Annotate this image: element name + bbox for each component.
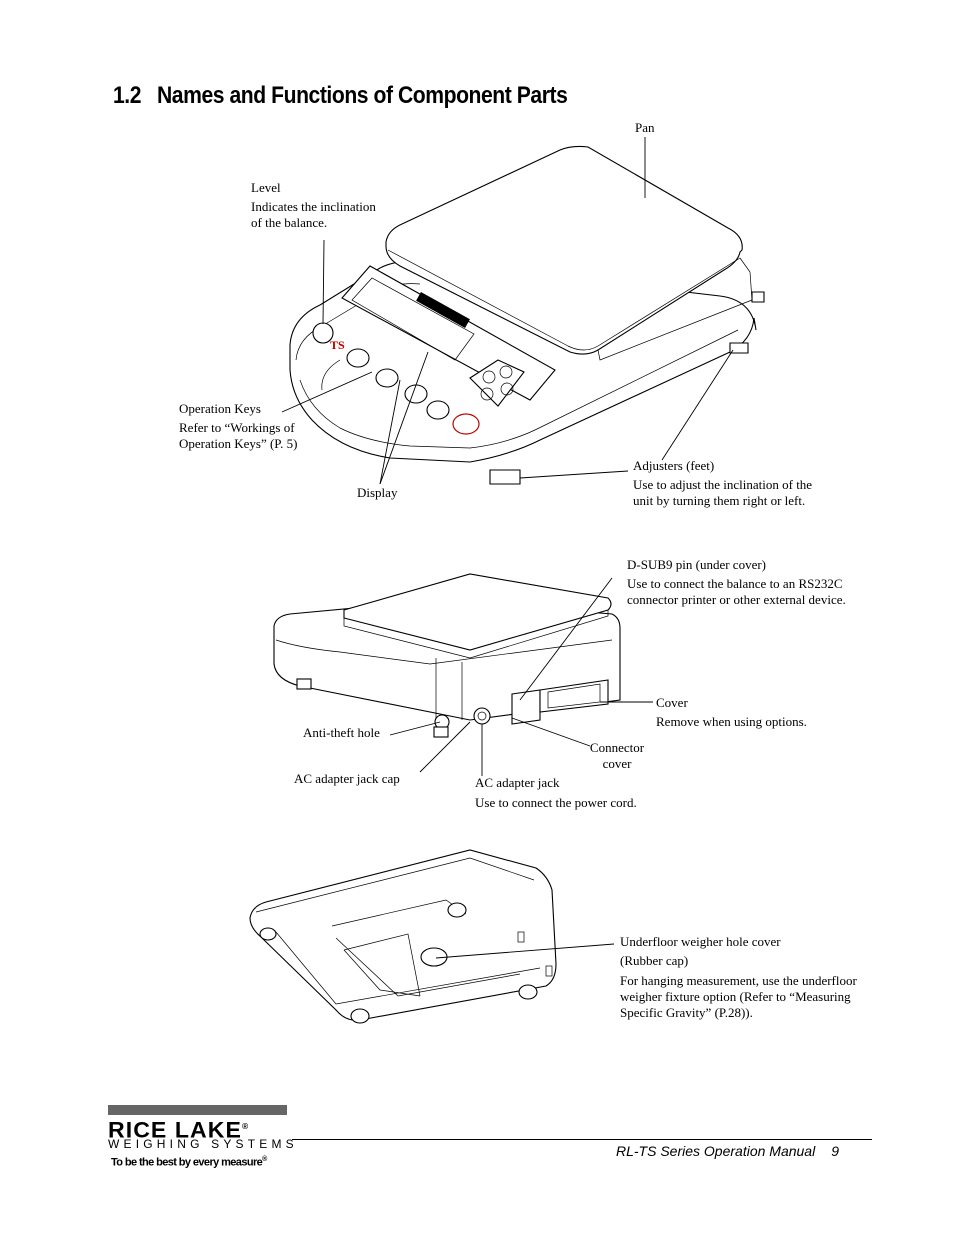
pan-label: Pan (635, 120, 655, 135)
underfloor-rubber-cap-label: (Rubber cap) (620, 953, 689, 968)
level-description: Indicates the inclination of the balance… (251, 199, 376, 231)
operation-keys-description: Refer to “Workings of Operation Keys” (P… (179, 420, 297, 452)
section-title: Names and Functions of Component Parts (157, 82, 568, 109)
underfloor-desc-line-3: Specific Gravity” (P.28)). (620, 1005, 753, 1020)
balance-front-drawing: TS (289, 145, 765, 485)
logo-tagline-text: To be the best by every measure (111, 1156, 263, 1169)
balance-rear-drawing (273, 573, 621, 738)
footer-rule (292, 1139, 872, 1140)
underfloor-description: For hanging measurement, use the underfl… (620, 973, 857, 1021)
operation-keys-desc-line-1: Refer to “Workings of (179, 420, 295, 435)
adjusters-description: Use to adjust the inclination of the uni… (633, 477, 812, 509)
logo-name: RICE LAKE (108, 1117, 242, 1143)
logo-trademark: ® (241, 1122, 250, 1131)
dsub9-label: D-SUB9 pin (under cover) (627, 557, 766, 572)
operation-keys-label: Operation Keys (179, 401, 261, 416)
display-label: Display (357, 485, 398, 500)
logo-subtitle: WEIGHING SYSTEMS (108, 1137, 298, 1151)
underfloor-desc-line-1: For hanging measurement, use the underfl… (620, 973, 857, 988)
underfloor-desc-line-2: weigher fixture option (Refer to “Measur… (620, 989, 851, 1004)
connector-cover-line-1: Connector (589, 740, 645, 755)
connector-cover-label: Connector cover (584, 740, 650, 772)
ac-adapter-jack-description: Use to connect the power cord. (475, 795, 637, 810)
dsub9-desc-line-2: connector printer or other external devi… (627, 592, 846, 607)
ac-adapter-jack-cap-label: AC adapter jack cap (294, 771, 400, 786)
level-desc-line-2: of the balance. (251, 215, 328, 230)
adjusters-label: Adjusters (feet) (633, 458, 715, 473)
logo-wordmark: RICE LAKE® (108, 1116, 249, 1141)
logo-tagline-trademark: ® (262, 1156, 267, 1163)
footer-manual-title: RL-TS Series Operation Manual (616, 1143, 816, 1159)
adjusters-desc-line-1: Use to adjust the inclination of the (633, 477, 813, 492)
section-heading: 1.2 Names and Functions of Component Part… (113, 82, 568, 110)
operation-keys-desc-line-2: Operation Keys” (P. 5) (179, 436, 298, 451)
svg-text:TS: TS (330, 338, 345, 352)
ac-adapter-jack-label: AC adapter jack (475, 775, 560, 790)
underfloor-hole-cover-label: Underfloor weigher hole cover (620, 934, 781, 949)
dsub9-desc-line-1: Use to connect the balance to an RS232C (627, 576, 843, 591)
connector-cover-line-2: cover (602, 756, 632, 771)
balance-underside-drawing (249, 849, 557, 1024)
cover-label: Cover (656, 695, 688, 710)
logo-bar (108, 1105, 287, 1115)
section-number: 1.2 (113, 82, 142, 109)
adjusters-desc-line-2: unit by turning them right or left. (633, 493, 806, 508)
logo-tagline: To be the best by every measure® (111, 1153, 267, 1170)
level-label: Level (251, 180, 281, 195)
footer-text: RL-TS Series Operation Manual 9 (616, 1143, 839, 1159)
footer-page-number: 9 (831, 1143, 839, 1159)
level-desc-line-1: Indicates the inclination (251, 199, 376, 214)
cover-description: Remove when using options. (656, 714, 807, 729)
dsub9-description: Use to connect the balance to an RS232C … (627, 576, 846, 608)
anti-theft-hole-label: Anti-theft hole (303, 725, 380, 740)
